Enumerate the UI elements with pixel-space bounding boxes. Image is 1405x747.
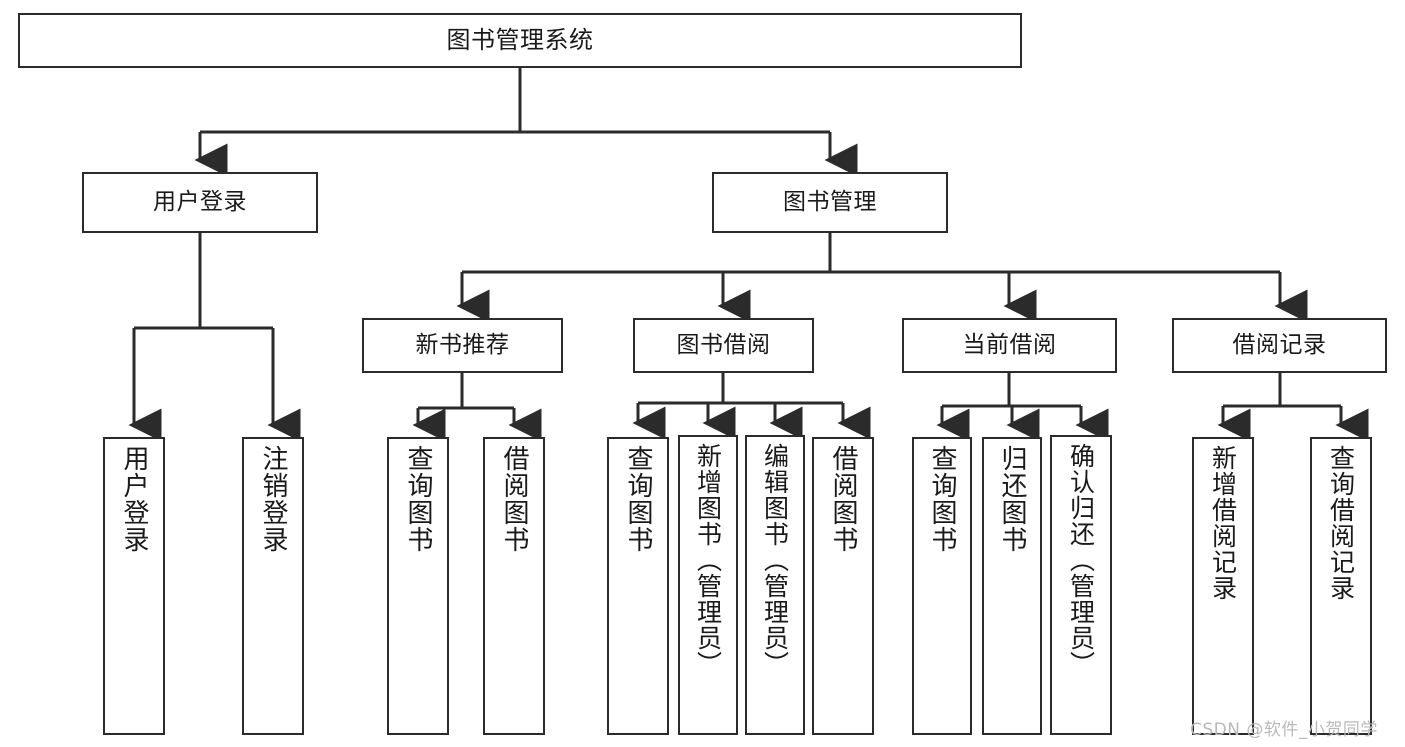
csdn-watermark: CSDN @软件_小贺同学: [1190, 720, 1378, 740]
node-leaf-query-record[interactable]: 查询借阅记录: [1310, 437, 1372, 735]
node-leaf-borrow-book-1-label: 借阅图书: [499, 445, 530, 553]
node-leaf-return-book[interactable]: 归还图书: [982, 437, 1042, 735]
node-book-manage-label: 图书管理: [783, 189, 877, 216]
node-new-book-rec-label: 新书推荐: [415, 332, 510, 359]
node-borrow-record-label: 借阅记录: [1232, 332, 1327, 359]
node-current-borrow[interactable]: 当前借阅: [902, 318, 1117, 373]
node-leaf-query-book-2-label: 查询图书: [623, 445, 654, 553]
node-leaf-add-record-label: 新增借阅记录: [1208, 445, 1238, 601]
node-leaf-add-book-label: 新增图书（管理员）: [693, 443, 723, 677]
node-leaf-query-record-label: 查询借阅记录: [1326, 445, 1356, 601]
node-leaf-query-book-1[interactable]: 查询图书: [387, 437, 449, 735]
node-leaf-query-book-2[interactable]: 查询图书: [607, 437, 669, 735]
node-leaf-edit-book[interactable]: 编辑图书（管理员）: [745, 435, 805, 735]
node-root[interactable]: 图书管理系统: [18, 13, 1022, 68]
node-current-borrow-label: 当前借阅: [962, 332, 1057, 359]
node-leaf-user-login-label: 用户登录: [119, 445, 150, 553]
node-user-login[interactable]: 用户登录: [82, 172, 318, 233]
node-borrow-record[interactable]: 借阅记录: [1172, 318, 1387, 373]
node-leaf-query-book-3-label: 查询图书: [927, 445, 958, 553]
node-leaf-borrow-book-2-label: 借阅图书: [828, 445, 859, 553]
node-leaf-logout-label: 注销登录: [258, 445, 289, 553]
node-leaf-borrow-book-1[interactable]: 借阅图书: [483, 437, 545, 735]
node-new-book-rec[interactable]: 新书推荐: [362, 318, 563, 373]
node-leaf-confirm-return-label: 确认归还（管理员）: [1066, 443, 1096, 677]
node-leaf-user-login[interactable]: 用户登录: [103, 437, 165, 735]
node-leaf-logout[interactable]: 注销登录: [242, 437, 304, 735]
node-leaf-query-book-3[interactable]: 查询图书: [912, 437, 972, 735]
node-leaf-borrow-book-2[interactable]: 借阅图书: [812, 437, 874, 735]
node-book-borrow-label: 图书借阅: [676, 332, 771, 359]
node-user-login-label: 用户登录: [153, 189, 247, 216]
node-leaf-confirm-return[interactable]: 确认归还（管理员）: [1050, 435, 1112, 735]
node-leaf-query-book-1-label: 查询图书: [403, 445, 434, 553]
node-book-borrow[interactable]: 图书借阅: [633, 318, 814, 373]
node-root-label: 图书管理系统: [446, 25, 594, 54]
node-leaf-return-book-label: 归还图书: [997, 445, 1028, 553]
node-leaf-add-record[interactable]: 新增借阅记录: [1192, 437, 1254, 735]
node-leaf-add-book[interactable]: 新增图书（管理员）: [678, 435, 738, 735]
node-leaf-edit-book-label: 编辑图书（管理员）: [760, 443, 790, 677]
node-book-manage[interactable]: 图书管理: [712, 172, 948, 233]
